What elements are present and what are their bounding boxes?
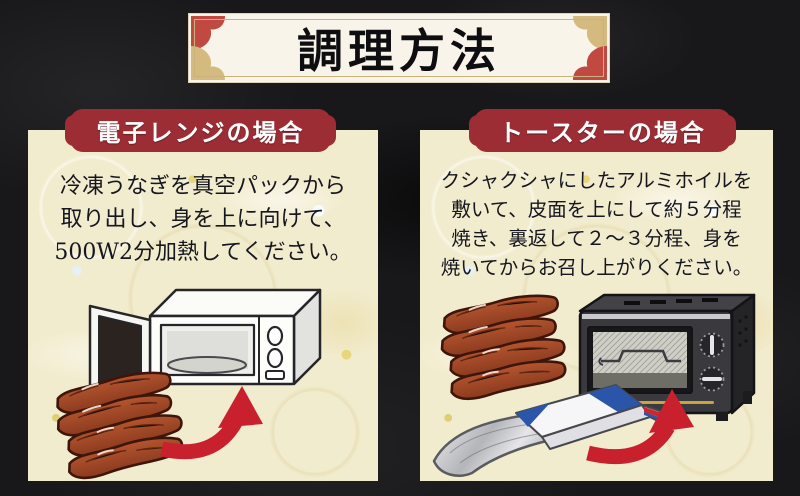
grilled-unagi-icon xyxy=(437,289,569,404)
panel-microwave-header-label: 電子レンジの場合 xyxy=(96,118,305,147)
aluminum-foil-icon xyxy=(432,384,667,477)
microwave-illustration xyxy=(28,281,378,481)
banner-corner-ornament-tan xyxy=(191,46,225,80)
panel-toaster: トースターの場合 クシャクシャにしたアルミホイルを 敷いて、皮面を上にして約５分… xyxy=(420,109,773,481)
toaster-oven-icon xyxy=(578,293,756,421)
grilled-unagi-icon xyxy=(52,365,187,481)
panel-toaster-instructions: クシャクシャにしたアルミホイルを 敷いて、皮面を上にして約５分程 焼き、裏返して… xyxy=(420,167,773,282)
red-arrow-icon xyxy=(160,386,263,460)
panel-microwave: 電子レンジの場合 冷凍うなぎを真空パックから 取り出し、身を上に向けて、 500… xyxy=(28,109,378,481)
banner-corner-ornament-tan xyxy=(573,16,607,50)
panel-toaster-header: トースターの場合 xyxy=(469,109,736,152)
panel-microwave-header: 電子レンジの場合 xyxy=(65,109,336,152)
banner-corner-ornament-red xyxy=(191,16,225,50)
instruction-line: 冷凍うなぎを真空パックから xyxy=(59,174,346,199)
instruction-line: 敷いて、皮面を上にして約５分程 xyxy=(451,197,742,221)
panel-microwave-instructions: 冷凍うなぎを真空パックから 取り出し、身を上に向けて、 500W2分加熱してくだ… xyxy=(28,170,378,269)
red-arrow-icon xyxy=(586,389,694,465)
instruction-line: 焼いてからお召し上がりください。 xyxy=(440,255,753,279)
banner-corner-ornament-red xyxy=(573,46,607,80)
instruction-line: 焼き、裏返して２～３分程、身を xyxy=(451,226,742,250)
instruction-line: クシャクシャにしたアルミホイルを xyxy=(440,169,753,192)
microwave-oven-icon xyxy=(88,288,322,408)
instruction-line: 取り出し、身を上に向けて、 xyxy=(60,207,346,232)
page-title: 調理方法 xyxy=(297,24,501,78)
panel-toaster-header-label: トースターの場合 xyxy=(499,118,706,147)
title-banner: 調理方法 xyxy=(188,13,610,83)
toaster-illustration xyxy=(420,281,773,481)
instruction-line: 500W2分加熱してください。 xyxy=(54,240,352,265)
